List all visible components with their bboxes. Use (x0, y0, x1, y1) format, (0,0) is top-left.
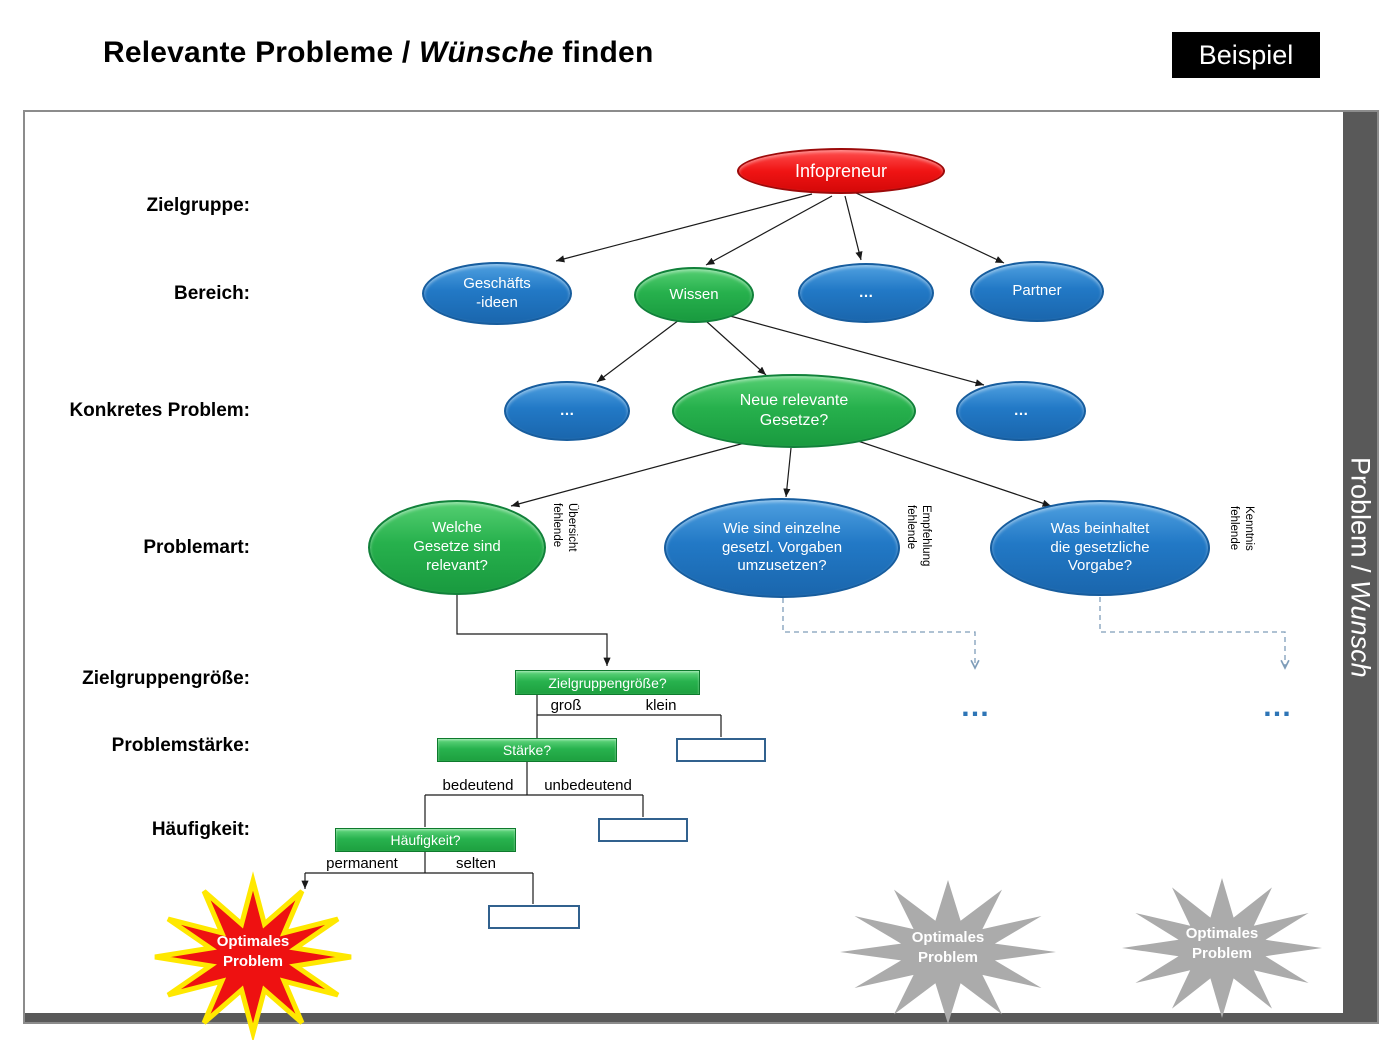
title-part-3: finden (553, 36, 654, 69)
row-label-problemstaerke: Problemstärke: (111, 735, 250, 756)
slide-frame: Problem / Wunsch (23, 110, 1379, 1024)
row-label-bereich: Bereich: (173, 283, 250, 304)
page-title: Relevante Probleme / Wünsche finden (103, 36, 653, 70)
annotation-fehlende-kenntnis: fehlende Kenntnis (1227, 506, 1255, 551)
branch-label-bedeutend: bedeutend (442, 777, 514, 794)
annotation-fehlende-empfehlung: fehlende Empfehlung (904, 505, 932, 567)
row-label-zielgruppe: Zielgruppe: (146, 195, 250, 216)
node-wie-umsetzen: Wie sind einzelne gesetzl. Vorgaben umzu… (664, 498, 900, 598)
node-bereich-dots: … (798, 263, 934, 323)
continuation-dots-right: … (1262, 690, 1294, 723)
node-geschaeftsideen: Geschäfts -ideen (422, 262, 572, 325)
decision-box-haeufigkeit: Häufigkeit? (335, 828, 516, 852)
branch-label-klein: klein (645, 697, 677, 714)
side-vertical-label: Problem / Wunsch (1345, 457, 1376, 678)
side-label-problem: Problem / (1345, 457, 1376, 581)
empty-result-box-klein (676, 738, 766, 762)
star-label-optimal-red: Optimales Problem (216, 933, 290, 970)
star-label-optimal-gray-2: Optimales Problem (1185, 925, 1259, 962)
title-part-2: Wünsche (419, 36, 554, 69)
node-partner: Partner (970, 261, 1104, 322)
empty-result-box-selten (488, 905, 580, 929)
row-label-zielgruppengroesse: Zielgruppengröße: (82, 668, 250, 689)
branch-label-selten: selten (455, 855, 497, 872)
row-label-konkretes-problem: Konkretes Problem: (69, 400, 250, 421)
node-neue-gesetze: Neue relevante Gesetze? (672, 374, 916, 448)
bottom-strip (25, 1013, 1377, 1022)
empty-result-box-unbedeutend (598, 818, 688, 842)
star-label-optimal-gray-1: Optimales Problem (911, 929, 985, 966)
branch-label-permanent: permanent (326, 855, 398, 872)
title-part-1: Relevante Probleme / (103, 36, 419, 69)
decision-box-zielgruppengroesse: Zielgruppengröße? (515, 670, 700, 695)
node-infopreneur: Infopreneur (737, 148, 945, 194)
example-badge: Beispiel (1172, 32, 1320, 78)
node-wissen: Wissen (634, 267, 754, 323)
node-konkret-dots-right: … (956, 381, 1086, 441)
node-konkret-dots-left: … (504, 381, 630, 441)
row-label-haeufigkeit: Häufigkeit: (151, 819, 250, 840)
side-strip: Problem / Wunsch (1343, 112, 1377, 1022)
annotation-fehlende-uebersicht: fehlende Übersicht (550, 503, 578, 552)
row-label-problemart: Problemart: (143, 537, 250, 558)
branch-label-unbedeutend: unbedeutend (544, 777, 632, 794)
continuation-dots-left: … (960, 690, 992, 723)
side-label-wunsch: Wunsch (1345, 580, 1376, 678)
node-welche-gesetze: Welche Gesetze sind relevant? (368, 500, 546, 595)
node-was-beinhaltet: Was beinhaltet die gesetzliche Vorgabe? (990, 500, 1210, 596)
decision-box-staerke: Stärke? (437, 738, 617, 762)
branch-label-gross: groß (550, 697, 582, 714)
